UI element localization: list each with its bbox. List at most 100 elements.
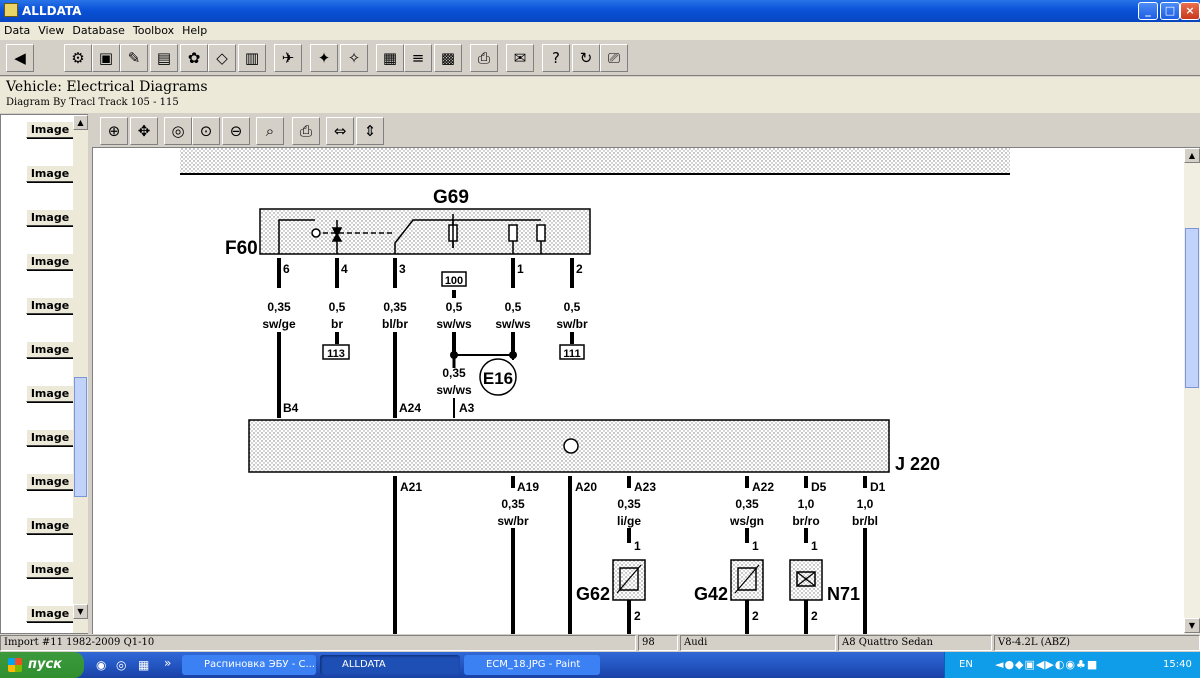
zoom-in-icon[interactable]: ⊕ — [100, 117, 128, 145]
print-icon[interactable]: ⎙ — [470, 44, 498, 72]
labor-icon[interactable]: ◇ — [208, 44, 236, 72]
help-icon[interactable]: ? — [542, 44, 570, 72]
close-button[interactable]: × — [1180, 2, 1200, 20]
sidebar-image-button[interactable]: Image — [26, 297, 74, 314]
sidebar-image-button[interactable]: Image — [26, 253, 74, 270]
menu-help[interactable]: Help — [182, 24, 208, 37]
ecu-symbol-icon — [563, 438, 579, 454]
sidebar-scrollbar[interactable]: ▲ ▼ — [73, 115, 88, 633]
g42-label: G42 — [694, 584, 728, 604]
ie-quicklaunch-icon[interactable]: ◎ — [116, 658, 127, 672]
service-icon[interactable]: ⚙ — [64, 44, 92, 72]
diagram-scroll-thumb[interactable] — [1185, 228, 1199, 388]
language-indicator[interactable]: EN — [959, 659, 973, 670]
sidebar-image-button[interactable]: Image — [26, 517, 74, 534]
magnify-icon[interactable]: ⌕ — [256, 117, 284, 145]
zoom-out-icon[interactable]: ⊖ — [222, 117, 250, 145]
a23-size: 0,35 — [617, 497, 641, 511]
sidebar-image-button[interactable]: Image — [26, 429, 74, 446]
system-tray: EN ◄●◆▣◀▶◐◉♣■ 15:40 — [944, 652, 1200, 678]
diagnostic-icon[interactable]: ✎ — [120, 44, 148, 72]
menu-view[interactable]: View — [38, 24, 65, 37]
f60-label: F60 — [225, 238, 258, 259]
sidebar-image-button[interactable]: Image — [26, 341, 74, 358]
bottom-wires — [393, 476, 867, 634]
zoom-fit-icon[interactable]: ⊙ — [192, 117, 220, 145]
n71-label: N71 — [827, 584, 860, 604]
d1-color: br/bl — [852, 514, 878, 528]
printer-setup-icon[interactable]: ⎚ — [600, 44, 628, 72]
a19-size: 0,35 — [501, 497, 525, 511]
ecu-pin-a23: A23 — [634, 480, 656, 494]
wire-color-2: br — [331, 317, 343, 331]
fit-width-icon[interactable]: ⇔ — [326, 117, 354, 145]
fit-page-icon[interactable]: ⇕ — [356, 117, 384, 145]
top-ground-bar — [180, 148, 1010, 174]
pan-icon[interactable]: ✥ — [130, 117, 158, 145]
g69-label: G69 — [433, 187, 469, 208]
wire-size-2: 0,5 — [329, 300, 346, 314]
sidebar-image-button[interactable]: Image — [26, 605, 74, 622]
toolbox-icon[interactable]: ▣ — [92, 44, 120, 72]
wire-color-1: sw/ge — [262, 317, 296, 331]
desktop-quicklaunch-icon[interactable]: ▦ — [138, 658, 150, 672]
ref-113-box — [322, 344, 350, 360]
browser-quicklaunch-icon[interactable]: ◉ — [96, 658, 107, 672]
scroll-down-icon[interactable]: ▼ — [73, 604, 88, 619]
scroll-thumb[interactable] — [74, 377, 87, 497]
window-title: ALLDATA — [22, 4, 82, 18]
back-button[interactable]: ◀ — [6, 44, 34, 72]
menu-data[interactable]: Data — [4, 24, 31, 37]
sidebar-image-button[interactable]: Image — [26, 165, 74, 182]
new-car-icon[interactable]: ✦ — [310, 44, 338, 72]
page-view-icon[interactable]: ▦ — [376, 44, 404, 72]
pin-3: 3 — [399, 262, 406, 276]
ecu-pin-d5: D5 — [811, 480, 827, 494]
sidebar-image-button[interactable]: Image — [26, 561, 74, 578]
wire-size-6: 0,5 — [564, 300, 581, 314]
diagram-scroll-up-icon[interactable]: ▲ — [1184, 148, 1200, 163]
tsb-icon[interactable]: ▤ — [150, 44, 178, 72]
start-button[interactable]: пуск — [0, 652, 84, 678]
specs-icon[interactable]: ✿ — [180, 44, 208, 72]
n71-pin-1: 1 — [811, 539, 818, 553]
e16-circle — [479, 358, 517, 396]
task-raspinovka[interactable]: Распиновка ЭБУ - С... — [182, 655, 316, 675]
ref-113: 113 — [327, 348, 345, 360]
d5-color: br/ro — [792, 514, 819, 528]
top-wires — [277, 258, 574, 418]
ref-100-box — [441, 271, 467, 287]
sidebar-image-button[interactable]: Image — [26, 121, 74, 138]
text-view-icon[interactable]: ≡ — [404, 44, 432, 72]
menu-bar: Data View Database Toolbox Help — [0, 22, 1200, 40]
refresh-icon[interactable]: ↻ — [572, 44, 600, 72]
a19-color: sw/br — [497, 514, 529, 528]
note-icon[interactable]: ✉ — [506, 44, 534, 72]
image-view-icon[interactable]: ▩ — [434, 44, 462, 72]
vehicle-title: Vehicle: Electrical Diagrams — [6, 79, 208, 95]
minimize-button[interactable]: _ — [1138, 2, 1158, 20]
d5-size: 1,0 — [798, 497, 815, 511]
book-icon[interactable]: ▥ — [238, 44, 266, 72]
car-icon[interactable]: ✧ — [340, 44, 368, 72]
diagram-scrollbar[interactable]: ▲ ▼ — [1184, 148, 1200, 634]
status-engine: V8-4.2L (ABZ) — [994, 635, 1200, 651]
maximize-button[interactable]: □ — [1160, 2, 1180, 20]
tray-icons[interactable]: ◄●◆▣◀▶◐◉♣■ — [995, 658, 1099, 671]
menu-database[interactable]: Database — [72, 24, 125, 37]
sidebar-image-button[interactable]: Image — [26, 209, 74, 226]
task-paint[interactable]: ECM_18.JPG - Paint — [464, 655, 600, 675]
sidebar-image-button[interactable]: Image — [26, 473, 74, 490]
scroll-up-icon[interactable]: ▲ — [73, 115, 88, 130]
zoom-100-icon[interactable]: ◎ — [164, 117, 192, 145]
menu-toolbox[interactable]: Toolbox — [132, 24, 175, 37]
sidebar-image-button[interactable]: Image — [26, 385, 74, 402]
diagram-print-icon[interactable]: ⎙ — [292, 117, 320, 145]
search-icon[interactable]: ✈ — [274, 44, 302, 72]
g62-pin-2: 2 — [634, 609, 641, 623]
quicklaunch-more[interactable]: » — [164, 656, 172, 670]
diagram-scroll-down-icon[interactable]: ▼ — [1184, 618, 1200, 633]
g42-pin-1: 1 — [752, 539, 759, 553]
task-alldata[interactable]: ALLDATA — [320, 655, 460, 675]
windows-logo-icon — [8, 658, 22, 672]
